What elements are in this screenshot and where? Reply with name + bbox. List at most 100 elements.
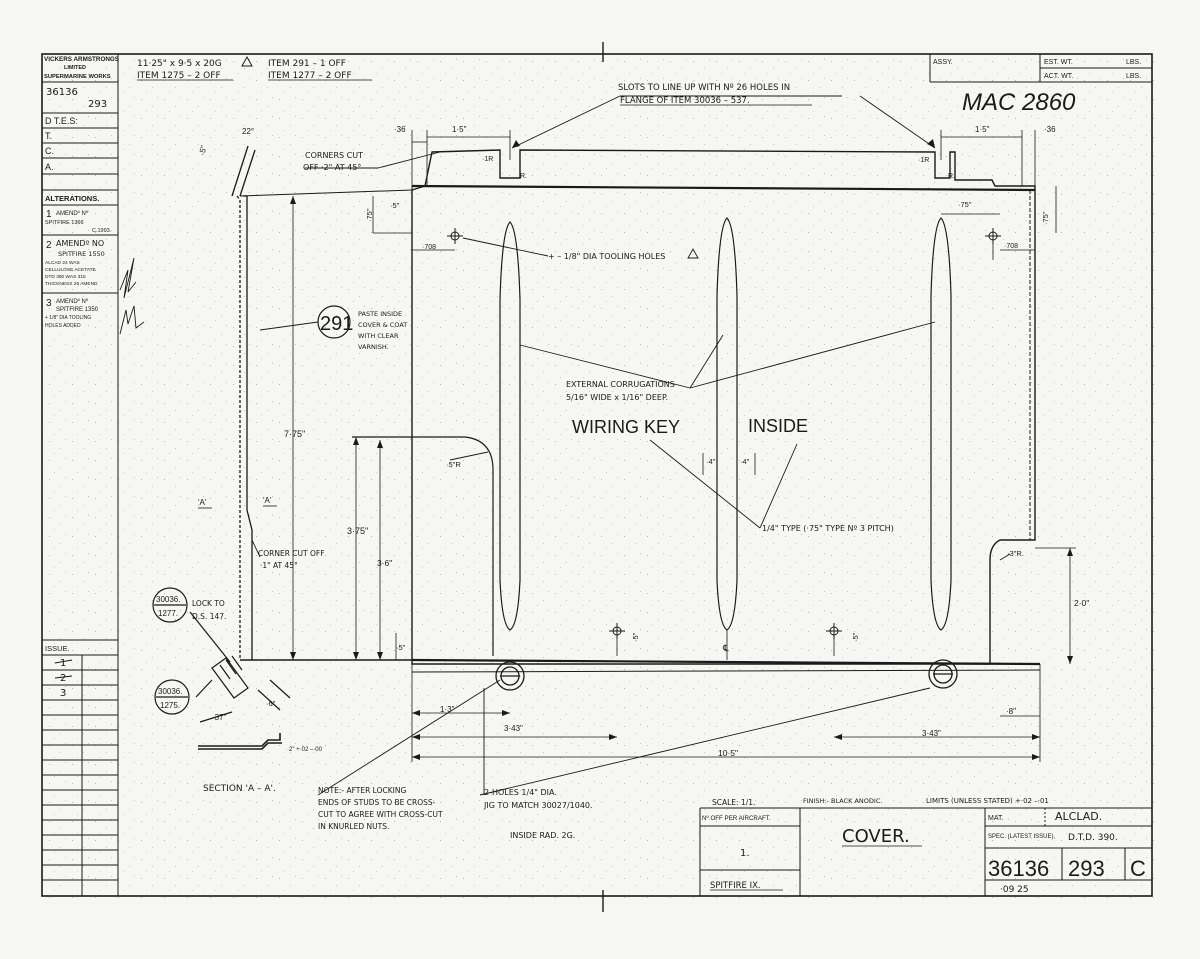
issue-2-strike <box>54 675 73 679</box>
row-c: C. <box>45 146 54 156</box>
callout-30036-a-text: 30036. <box>156 595 180 604</box>
stock-size-label: 11·25" x 9·5 x 20G <box>137 59 222 69</box>
assy-label: ASSY. <box>933 59 953 66</box>
dim-5-bottom-mid: ·5" <box>631 632 640 642</box>
issue-row-1: 1 <box>60 658 66 669</box>
bottom-title-block <box>699 807 1152 896</box>
wiring-cutout <box>352 436 494 656</box>
section-mark-a1: 'A' <box>198 498 207 507</box>
lock-to-note: LOCK TO <box>192 599 225 608</box>
dimension-labels: 22° ·5" ·36 1·5" ·1R R. 1·5" ·36 ·1R R. … <box>197 125 1089 758</box>
panel-outline <box>411 149 1036 665</box>
callout-291-number: 291 <box>320 313 353 335</box>
callout-30036-b-circle <box>154 679 190 715</box>
alterations-heading: ALTERATIONS. <box>45 194 99 203</box>
locking-note-1: NOTE:- AFTER LOCKING <box>318 786 406 795</box>
dim-36-right: ·36 <box>1044 125 1056 134</box>
row-t: T. <box>45 131 52 141</box>
alteration-2-line5: DTD 390 WAS 315 <box>45 274 86 280</box>
type-note: 1/4" TYPE (·75" TYPE Nº 3 PITCH) <box>762 524 894 533</box>
limits-label: LIMITS (UNLESS STATED) +·02 –·01 <box>926 797 1049 805</box>
dim-343-right: 3·43" <box>922 729 941 738</box>
side-view <box>231 145 413 661</box>
stud-left <box>495 661 525 691</box>
part-name: COVER. <box>842 826 910 847</box>
company-name-3: SUPERMARINE WORKS <box>44 74 111 80</box>
dim-775: 7·75" <box>284 429 305 439</box>
company-name: VICKERS ARMSTRONGS <box>44 56 119 63</box>
corners-cut-note-2: OFF ·2" AT 45° <box>303 163 361 172</box>
studs <box>495 659 958 691</box>
flange-line-bottom <box>411 658 1041 666</box>
dim-6: ·6" <box>266 699 276 708</box>
issue-row-3: 3 <box>60 688 66 699</box>
locking-note-2: ENDS OF STUDS TO BE CROSS- <box>318 798 436 807</box>
section-mark-a2: 'A' <box>263 496 272 505</box>
dim-36-left: ·36 <box>394 125 406 134</box>
callout-1275-text: 1275. <box>160 701 180 710</box>
tooling-warning-icon <box>687 248 699 259</box>
dimension-lines <box>292 130 1076 762</box>
no-off-label: Nº OFF PER AIRCRAFT. <box>702 815 771 822</box>
dim-343-left: 3·43" <box>504 724 523 733</box>
handwritten-bottom-note: ·09 25 <box>1000 885 1029 895</box>
dim-tolerance: ·2" +·02 –·00 <box>287 747 323 753</box>
company-name-2: LIMITED <box>64 65 86 71</box>
centreline-mark: ℄ <box>722 643 729 653</box>
paper-speckle <box>40 50 1155 900</box>
callout-291-circle <box>317 305 351 339</box>
item-1277-label: ITEM 1277 – 2 OFF <box>268 71 352 81</box>
approval-signature-1 <box>119 257 137 299</box>
alteration-2-line4: CELLULOSE ACETATE <box>45 267 96 273</box>
issue-row-2: 2 <box>60 673 66 684</box>
quantity-value: 1. <box>740 848 750 859</box>
dim-r-right: R. <box>948 173 955 180</box>
drawing-number-part: 293 <box>1068 856 1105 881</box>
dim-20: 2·0" <box>1074 598 1089 608</box>
slots-note: SLOTS TO LINE UP WITH Nº 26 HOLES IN <box>618 83 790 93</box>
dim-36: 3·6" <box>377 558 392 568</box>
alteration-3-line1: AMENDº Nº <box>56 298 89 305</box>
dim-r-left: R. <box>520 173 527 180</box>
callout-30036-a-circle <box>152 587 188 623</box>
alteration-3-no: 3 <box>46 298 52 309</box>
alteration-3-line2: SPITFIRE 1350 <box>56 307 99 313</box>
bottom-title-text: SCALE: 1/1. FINISH:- BLACK ANODIC. LIMIT… <box>702 797 1146 895</box>
holes-note: 2-HOLES 1/4" DIA. <box>484 788 557 797</box>
section-a-a-profile <box>198 733 282 750</box>
dim-75-top: ·75" <box>958 200 972 209</box>
slots-note-2: FLANGE OF ITEM 30036 – 537. <box>620 96 750 106</box>
dim-75-right: ·75" <box>1041 211 1050 225</box>
lock-detail <box>189 611 291 723</box>
paste-inside-note: PASTE INSIDE <box>358 310 402 318</box>
flange-line-top <box>411 184 1036 192</box>
stock-item-label: ITEM 1275 – 2 OFF <box>137 71 221 81</box>
section-label: SECTION 'A – A'. <box>203 784 276 794</box>
finish-label: FINISH:- BLACK ANODIC. <box>803 797 882 805</box>
alteration-2-line2: SPITFIRE 1550 <box>58 250 105 258</box>
dim-13: 1·3" <box>440 705 455 714</box>
dim-8: ·8" <box>1006 707 1016 716</box>
material-value: ALCLAD. <box>1055 810 1102 823</box>
drawing-issue-letter: C <box>1130 856 1146 881</box>
drawing-no-sub: 293 <box>88 99 107 110</box>
dim-5r: ·5"R <box>446 460 461 469</box>
paste-inside-note-2: COVER & COAT <box>358 321 407 329</box>
alteration-2-line1: AMENDº NO <box>56 239 104 248</box>
locking-note-3: CUT TO AGREE WITH CROSS-CUT <box>318 810 443 819</box>
callout-30036-b-text: 30036. <box>158 687 182 696</box>
stock-size-warning-icon <box>241 55 253 67</box>
lock-to-note-2: D.S. 147. <box>192 612 226 621</box>
est-wt-label: EST. WT. <box>1044 59 1073 66</box>
stud-right <box>928 659 958 689</box>
dim-105: 10·5" <box>718 748 738 758</box>
dim-708-right: ·708 <box>1004 243 1018 250</box>
dim-708-left: ·708 <box>422 244 436 251</box>
dim-15-right: 1·5" <box>975 125 990 134</box>
external-corrugations-note-2: 5/16" WIDE x 1/16" DEEP. <box>566 393 668 402</box>
mat-label: MAT. <box>988 815 1003 822</box>
top-header: 11·25" x 9·5 x 20G ITEM 1275 – 2 OFF ITE… <box>137 54 1152 116</box>
alteration-2-line3: ALCAD 24 WAS <box>45 260 80 266</box>
dim-3r: ·3"R. <box>1007 549 1024 558</box>
